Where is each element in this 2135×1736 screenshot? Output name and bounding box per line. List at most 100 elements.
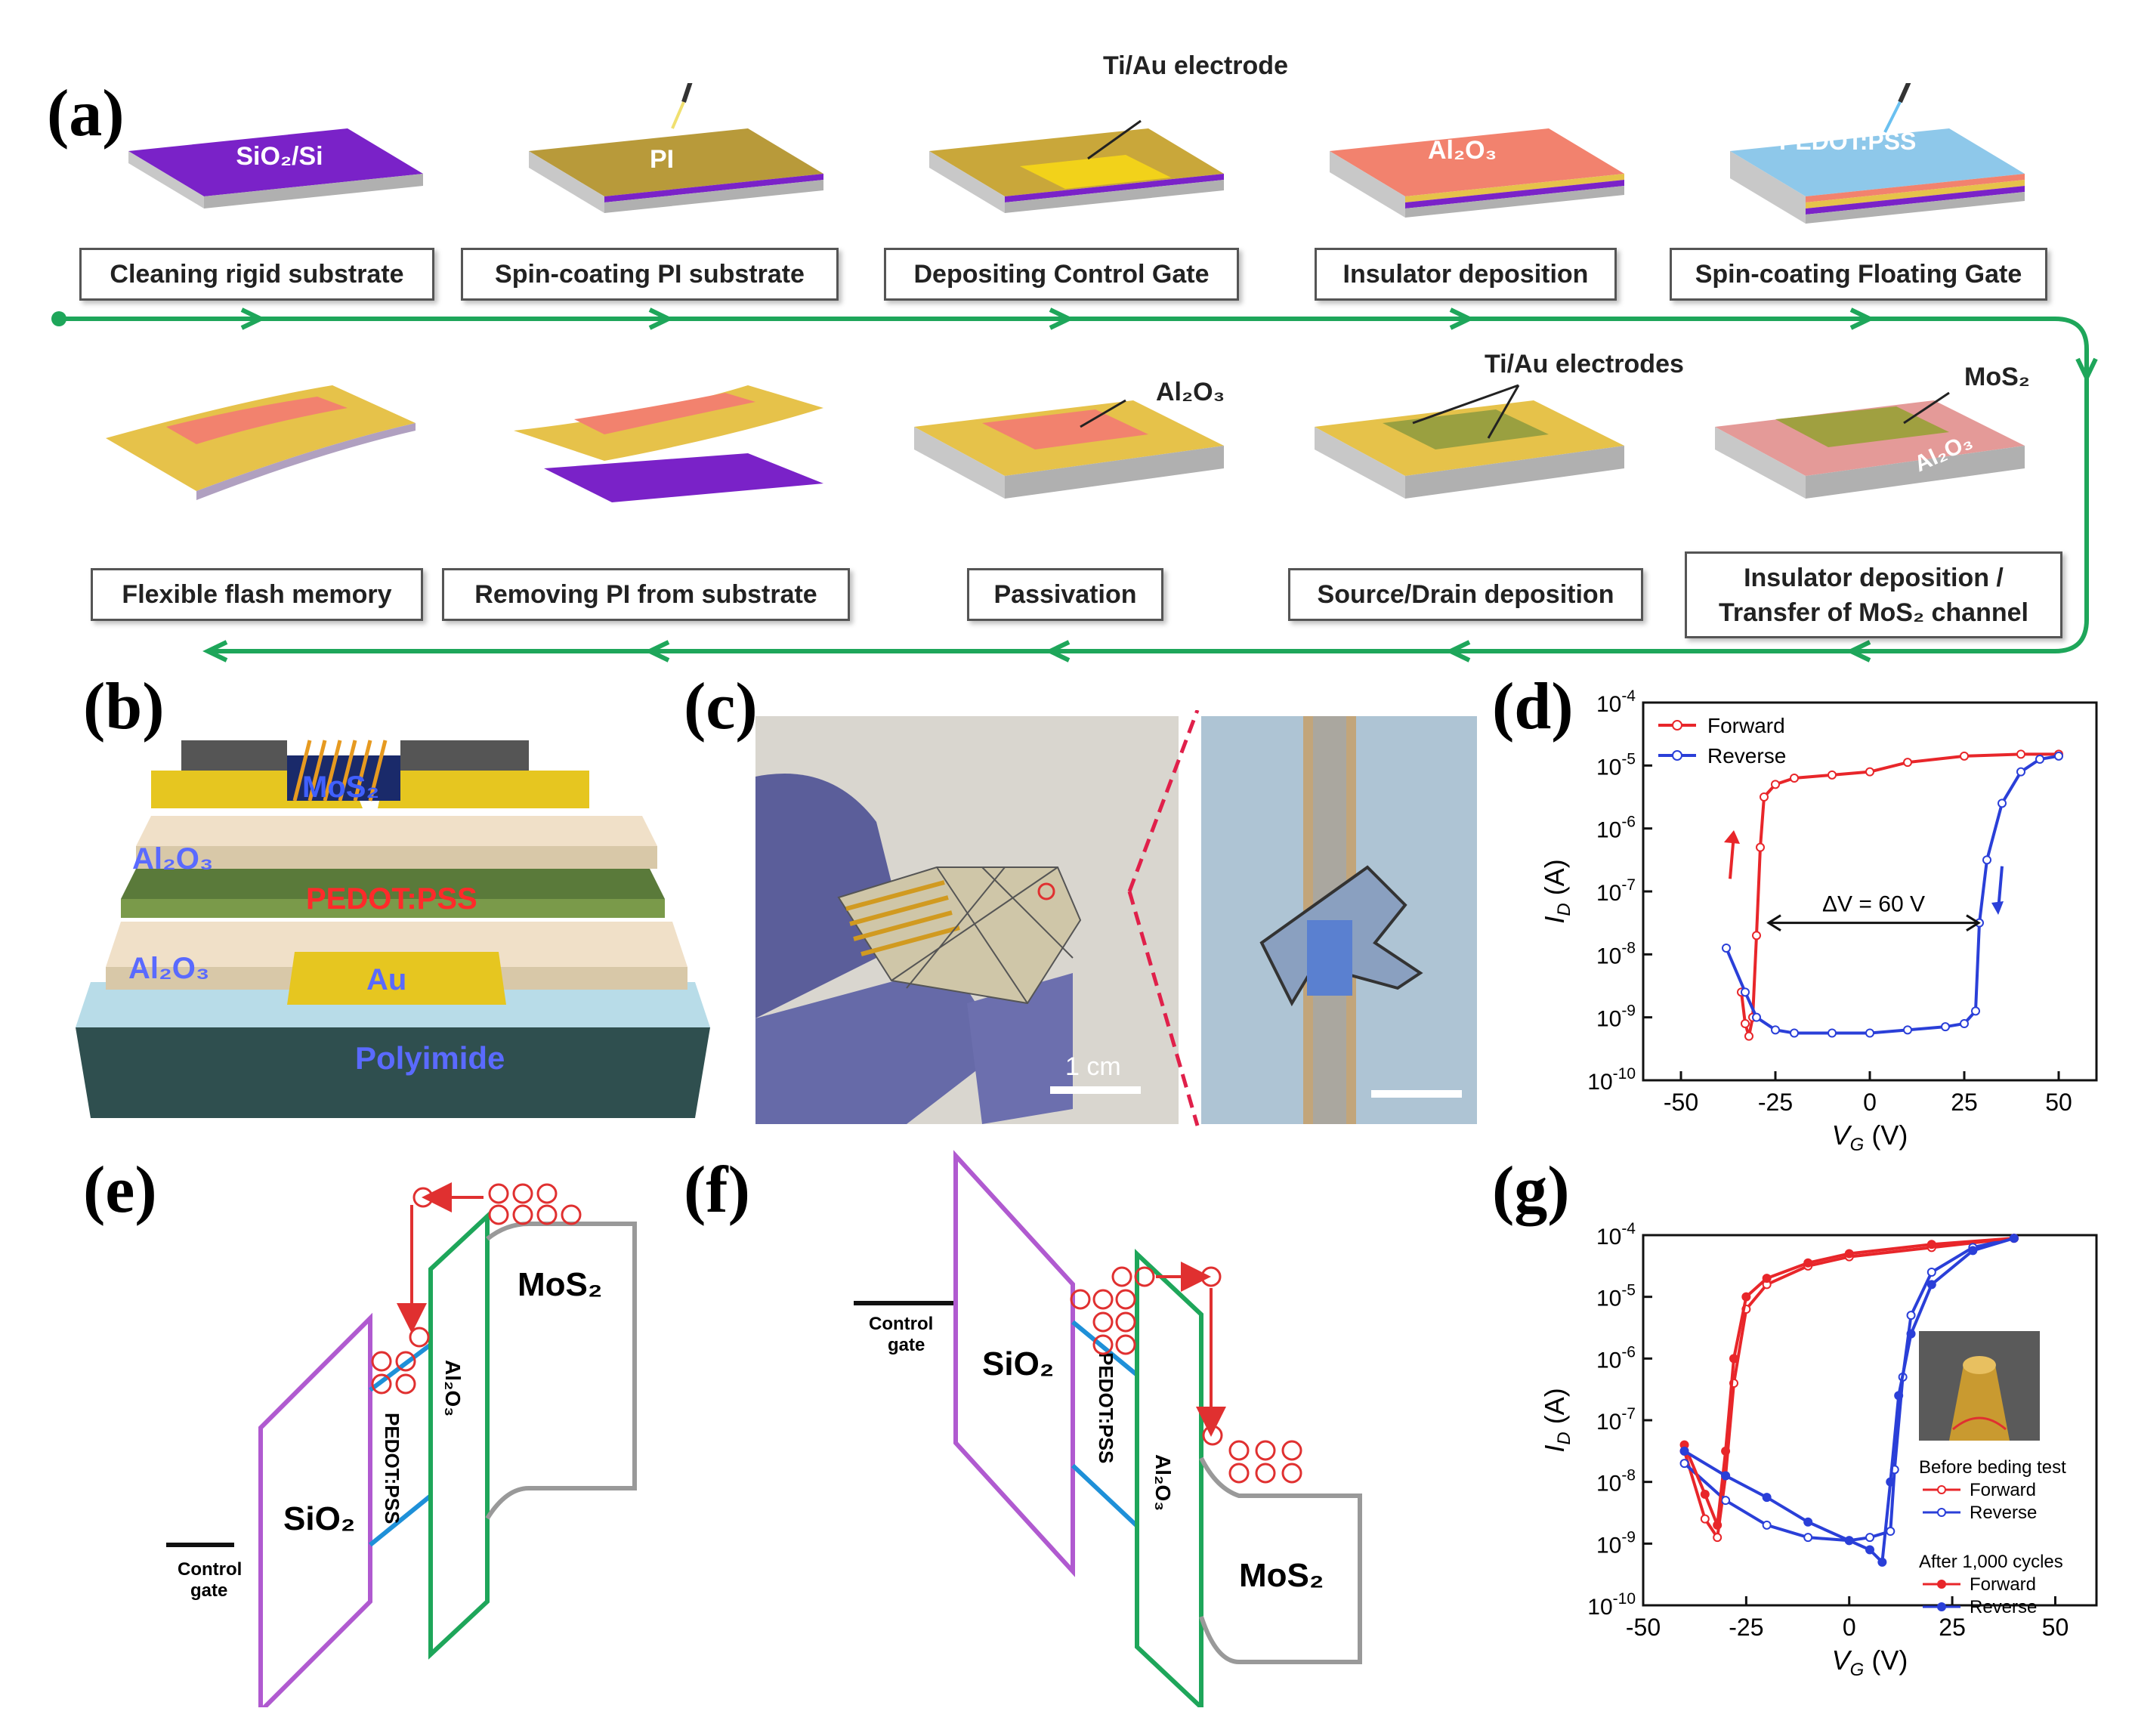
svg-text:MoS₂: MoS₂ [1239,1557,1324,1594]
data-point [1729,1354,1738,1364]
x-tick-label: -50 [1626,1614,1661,1641]
data-point [1762,1520,1772,1530]
svg-text:Al₂O₃: Al₂O₃ [128,952,209,985]
data-point [1960,1019,1969,1028]
legend-marker-forward [1937,1580,1946,1589]
photo-bending-test [1919,1331,2040,1441]
data-point [2009,1234,2019,1243]
data-point [1762,1493,1772,1503]
data-point [1960,751,1969,761]
x-tick-label: 0 [1843,1614,1856,1641]
data-point [1926,1268,1936,1277]
data-point [1906,1329,1916,1339]
legend-label-reverse: Reverse [1970,1503,2037,1523]
data-point [1721,1496,1731,1506]
y-tick-label: 10-8 [1596,939,1636,968]
data-point [1721,1446,1731,1456]
y-tick-label: 10-6 [1596,814,1636,843]
y-tick-label: 10-9 [1596,1528,1636,1558]
data-point [1926,1280,1936,1290]
step-mos2-transfer: Al₂O₃ [1715,391,2025,499]
y-tick-label: 10-7 [1596,1405,1636,1435]
step-flexible-memory [106,385,416,500]
step-label-control-gate: Depositing Control Gate [884,248,1239,301]
step-remove-pi [514,385,823,502]
step-wafer-pedot: PEDOT:PSS [1730,83,2025,224]
data-point [1721,1471,1731,1481]
y-tick-label: 10-9 [1596,1002,1636,1032]
panel-label-e: (e) [83,1154,157,1227]
data-point [1803,1517,1813,1527]
data-point [1803,1258,1813,1268]
data-point [1865,1545,1874,1555]
data-point [1941,1022,1950,1032]
data-point [1790,1028,1799,1038]
legend-label-forward: Forward [1970,1574,2036,1595]
legend-marker-forward [1672,720,1682,731]
legend-marker-forward [1937,1485,1946,1494]
svg-text:gate: gate [888,1335,925,1355]
y-tick-label: 10-10 [1587,1065,1636,1095]
data-point [1926,1240,1936,1249]
svg-text:Al₂O₃: Al₂O₃ [441,1360,465,1416]
y-tick-label: 10-4 [1596,1220,1636,1249]
svg-text:SiO₂: SiO₂ [283,1500,355,1537]
panel-label-f: (f) [684,1154,750,1227]
data-point [1903,1025,1912,1035]
step-label-mos2-line1: Insulator deposition / [1744,563,2004,592]
device-stack-illustration: MoS₂ Al₂O₃ PEDOT:PSS Al₂O₃ Au Polyimide [76,740,710,1118]
x-tick-label: -50 [1664,1089,1698,1116]
step-label-cleaning: Cleaning rigid substrate [79,248,434,301]
data-point [1741,1019,1750,1028]
svg-text:Al₂O₃: Al₂O₃ [1151,1454,1175,1511]
svg-text:PEDOT:PSS: PEDOT:PSS [306,882,477,916]
data-point [1865,767,1874,777]
x-tick-label: 25 [1939,1614,1966,1641]
x-axis-label: VG (V) [1832,1645,1908,1680]
step-wafer-gate [929,119,1224,213]
y-tick-label: 10-5 [1596,750,1636,780]
data-point [1971,1006,1980,1016]
legend-title-before: Before beding test [1919,1457,2066,1478]
legend-title-after: After 1,000 cycles [1919,1552,2063,1572]
x-tick-label: 50 [2042,1614,2069,1641]
data-point [1844,1536,1854,1546]
legend-marker-reverse [1937,1602,1946,1611]
data-point [1886,1527,1896,1536]
data-point [1803,1533,1813,1543]
y-tick-label: 10-6 [1596,1343,1636,1373]
panel-label-d: (d) [1492,670,1574,743]
process-flow-arrows [51,307,2098,663]
step-label-insulator: Insulator deposition [1315,248,1617,301]
data-point [1700,1490,1710,1499]
step-wafer-sio2: SiO₂/Si [128,128,423,209]
step-wafer-pi: PI [529,83,823,213]
step-label-mos2-transfer: Insulator deposition / Transfer of MoS₂ … [1685,551,2062,638]
data-point [1828,770,1837,780]
x-tick-label: -25 [1758,1089,1793,1116]
data-point [2016,749,2025,759]
data-point [1903,758,1912,768]
svg-text:Al₂O₃: Al₂O₃ [132,842,213,876]
step-label-remove-pi: Removing PI from substrate [442,568,850,621]
data-point [1713,1520,1723,1530]
data-point [1752,1012,1761,1022]
svg-text:gate: gate [190,1580,227,1601]
y-tick-label: 10-4 [1596,687,1636,717]
data-point [1790,774,1799,783]
y-axis-label: ID (A) [1539,1388,1574,1452]
delta-v-label: ΔV = 60 V [1822,892,1925,917]
data-point [1771,1025,1780,1035]
data-point [1771,780,1780,789]
svg-text:Control: Control [178,1559,242,1580]
step-label-source-drain: Source/Drain deposition [1288,568,1643,621]
data-point [2016,767,2025,777]
y-tick-label: 10-5 [1596,1282,1636,1311]
panel-label-b: (b) [83,670,165,743]
legend-label-reverse: Reverse [1970,1597,2037,1617]
panel-label-a: (a) [47,77,125,150]
zoom-dashed-lines [1127,710,1200,1126]
y-tick-label: 10-7 [1596,876,1636,906]
data-point [1756,842,1765,852]
